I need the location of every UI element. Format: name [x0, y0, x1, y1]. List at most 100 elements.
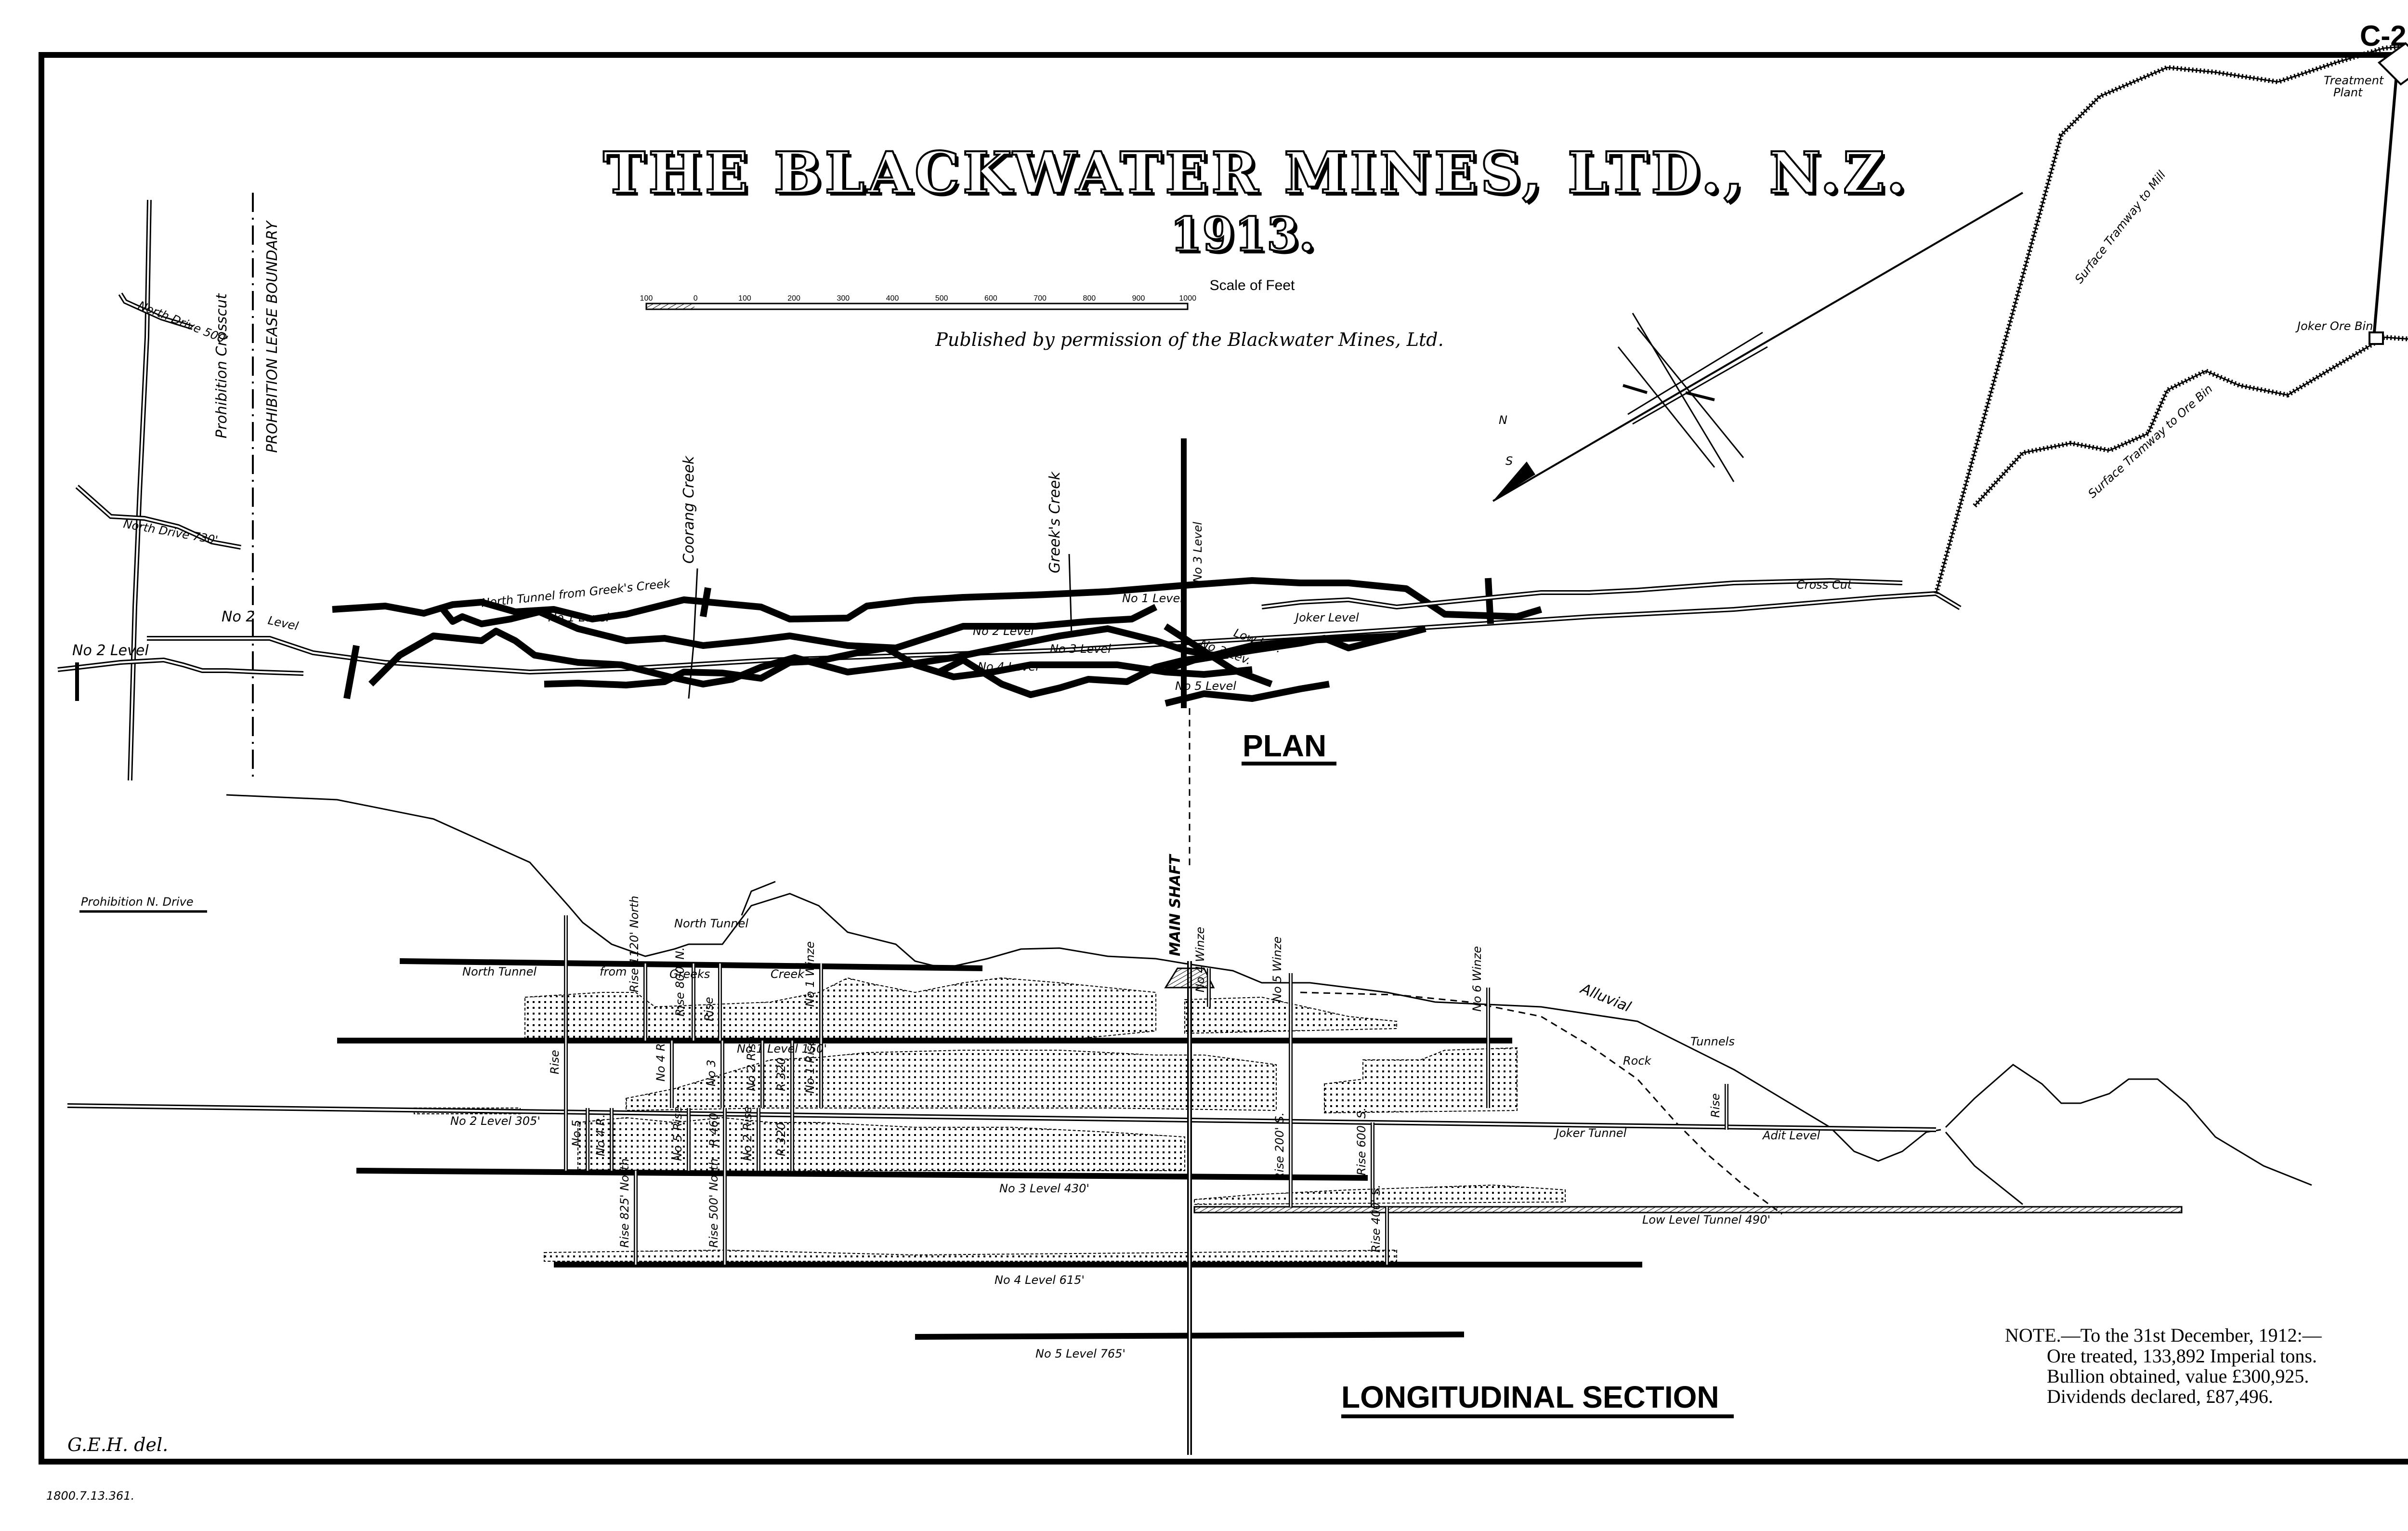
- label-rise-200s: Rise 200' S.: [1273, 1112, 1286, 1180]
- label-coorang-creek: Coorang Creek: [681, 455, 697, 564]
- label-north-tunnel: North Tunnel: [462, 965, 537, 978]
- label-no2-rise-b: No 2 Rise: [741, 1106, 754, 1161]
- label-prohibition-crosscut: Prohibition Crosscut: [213, 293, 230, 438]
- scale-tick-label: 600: [984, 294, 997, 303]
- plan-heading: PLAN: [1243, 728, 1326, 763]
- map-title: THE BLACKWATER MINES, LTD., N.Z.: [603, 139, 1909, 206]
- label-rise-500: Rise 500' North: [707, 1159, 720, 1248]
- map-year: 1913.: [1170, 207, 1315, 262]
- label-no4-r-b: No 4 R.: [594, 1114, 607, 1156]
- label-greeks-creek: Greek's Creek: [1047, 471, 1063, 573]
- label-rise-a: Rise: [702, 997, 716, 1021]
- label-adit-level: Adit Level: [1762, 1129, 1820, 1142]
- label-no2: No 2: [222, 608, 255, 625]
- year-shadow: 1913.: [1173, 210, 1318, 264]
- label-r460: R 460: [707, 1113, 720, 1147]
- label-joker-tunnel: Joker Tunnel: [1554, 1126, 1627, 1140]
- label-no3-level-plan: No 3 Level: [1050, 642, 1111, 656]
- label-no5-level-plan: No 5 Level: [1175, 679, 1236, 693]
- label-rise-right: Rise: [1709, 1093, 1722, 1118]
- scale-bar: Scale of Feet 100 0 100 200 300 400 500 600 700 8…: [640, 277, 1295, 310]
- label-joker-ore-bin: Joker Ore Bin: [2295, 319, 2373, 333]
- draftsman-credit: G.E.H. del.: [67, 1434, 168, 1455]
- scale-label: Scale of Feet: [1210, 277, 1295, 293]
- label-tunnels: Tunnels: [1690, 1035, 1735, 1048]
- label-joker-level: Joker Level: [1294, 611, 1359, 624]
- label-prohibition-n-drive: Prohibition N. Drive: [81, 895, 194, 909]
- label-no3-level-vert: No 3 Level: [1191, 522, 1204, 583]
- label-tramway-orebin: Surface Tramway to Ore Bin: [2085, 382, 2215, 501]
- label-rock: Rock: [1623, 1054, 1652, 1068]
- label-no4-r: No 4 R.: [654, 1040, 667, 1082]
- label-greeks: Greeks: [669, 967, 710, 981]
- note-line-2: Ore treated, 133,892 Imperial tons.: [2047, 1345, 2317, 1367]
- scale-tick-label: 700: [1034, 294, 1047, 303]
- label-r320: R 320: [774, 1057, 788, 1091]
- scale-tick-label: 500: [935, 294, 948, 303]
- label-alluvial: Alluvial: [1577, 980, 1634, 1016]
- compass-s: S: [1505, 454, 1513, 468]
- note-line-3: Bullion obtained, value £300,925.: [2047, 1365, 2309, 1387]
- production-note: NOTE.—To the 31st December, 1912:— Ore t…: [2005, 1324, 2322, 1407]
- label-north-tunnel-top: North Tunnel: [674, 917, 748, 930]
- map-border: [39, 52, 2408, 1465]
- label-no4-winze: No 4 Winze: [1193, 927, 1207, 992]
- treatment-plant-icon: [2377, 42, 2408, 86]
- label-treatment: Treatment: [2324, 74, 2384, 87]
- scale-tick-label: 400: [886, 294, 899, 303]
- label-rise-left: Rise: [548, 1050, 562, 1074]
- label-no4-level-plan: No 4 Level: [978, 660, 1039, 673]
- label-rise-400s: Rise 400' S.: [1369, 1185, 1383, 1253]
- compass-n: N: [1499, 413, 1507, 427]
- label-no5-rise: No 5 Rise: [671, 1106, 684, 1161]
- label-r320-b: R 320: [774, 1122, 788, 1156]
- label-plant: Plant: [2333, 86, 2363, 99]
- label-rise-600s: Rise 600' S.: [1355, 1108, 1368, 1175]
- label-no2-rise: No 2 Rise: [745, 1036, 758, 1091]
- label-no1-rise: No 1 Rise: [803, 1039, 817, 1094]
- label-no1-winze: No 1 Winze: [803, 941, 817, 1007]
- scale-tick-label: 100: [738, 294, 751, 303]
- scale-tick-label: 800: [1083, 294, 1096, 303]
- label-no1-level: No 1 Level 150': [737, 1042, 827, 1056]
- label-tramway-mill: Surface Tramway to Mill: [2072, 168, 2169, 286]
- publication-note: Published by permission of the Blackwate…: [935, 329, 1443, 350]
- label-no5: No 5: [570, 1120, 583, 1147]
- scale-tick-label: 100: [640, 294, 653, 303]
- label-level: Level: [267, 613, 300, 633]
- label-no4-level: No 4 Level 615': [995, 1273, 1085, 1287]
- label-no2-level-left: No 2 Level: [72, 642, 149, 659]
- label-no1-level-b: No 1 Level: [1122, 592, 1183, 605]
- label-no2-level-plan: No 2 Level: [973, 624, 1034, 638]
- note-line-4: Dividends declared, £87,496.: [2047, 1386, 2273, 1407]
- label-no1-level-a: No 1 Level: [548, 611, 609, 624]
- north-arrow-icon: N S: [1492, 192, 2024, 502]
- label-cross-cut: Cross Cut: [1796, 578, 1853, 592]
- scale-tick-label: 900: [1132, 294, 1145, 303]
- label-main-shaft: MAIN SHAFT: [1167, 854, 1184, 956]
- label-low-level-tunnel: Low Level Tunnel 490': [1642, 1213, 1770, 1227]
- longitudinal-section: Prohibition N. Drive North Tunnel North …: [67, 794, 2312, 1455]
- label-rise-825: Rise 825' North: [618, 1159, 631, 1248]
- ore-bin-icon: [2369, 331, 2384, 345]
- scale-tick-label: 200: [787, 294, 800, 303]
- label-rise-1120: Rise 1120' North: [628, 896, 641, 992]
- label-no5-level: No 5 Level 765': [1035, 1347, 1125, 1360]
- scale-tick-label: 300: [837, 294, 850, 303]
- label-no2-level: No 2 Level 305': [450, 1114, 540, 1128]
- label-creek: Creek: [771, 967, 805, 981]
- title-shadow: THE BLACKWATER MINES, LTD., N.Z.: [606, 142, 1912, 209]
- scale-tick-label: 0: [694, 294, 698, 303]
- label-north-tunnel-plan: North Tunnel from Greek's Creek: [481, 577, 671, 610]
- label-no3-level: No 3 Level 430': [999, 1182, 1089, 1195]
- label-no6-winze: No 6 Winze: [1470, 946, 1484, 1012]
- label-rise-800: Rise 800' N.: [673, 947, 687, 1016]
- label-from: from: [600, 965, 627, 978]
- label-no3: No 3: [705, 1059, 718, 1086]
- note-line-1: NOTE.—To the 31st December, 1912:—: [2005, 1324, 2322, 1346]
- print-code: 1800.7.13.361.: [46, 1489, 134, 1503]
- title-block: THE BLACKWATER MINES, LTD., N.Z. THE BLA…: [602, 138, 1912, 264]
- label-no5-winze: No 5 Winze: [1270, 937, 1284, 1002]
- label-lease-boundary: PROHIBITION LEASE BOUNDARY: [264, 220, 281, 453]
